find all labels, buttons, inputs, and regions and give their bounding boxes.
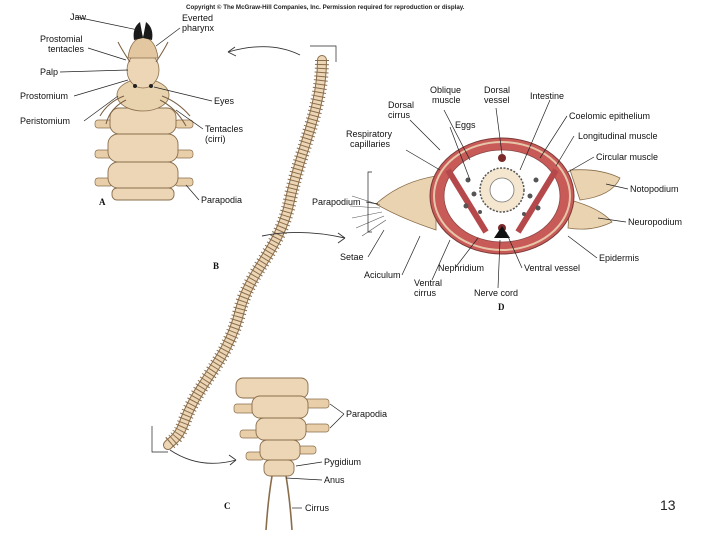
label-parapodium: Parapodium	[312, 197, 361, 207]
label-cirrus: Cirrus	[305, 503, 329, 513]
panel-b-worm: B	[151, 45, 346, 466]
panel-letter-b: B	[213, 261, 219, 271]
panel-a-head: Jaw Everted pharynx Prostomial tentacles…	[20, 12, 244, 207]
label-neuropodium: Neuropodium	[628, 217, 682, 227]
label-respiratory-capillaries: capillaries	[350, 139, 391, 149]
label-everted-pharynx: pharynx	[182, 23, 215, 33]
copyright-notice: Copyright © The McGraw-Hill Companies, I…	[186, 4, 465, 11]
label-epidermis: Epidermis	[599, 253, 640, 263]
label-anus: Anus	[324, 475, 345, 485]
label-coelomic-epithelium: Coelomic epithelium	[569, 111, 650, 121]
label-prostomial-tentacles: Prostomial	[40, 34, 83, 44]
neuropodium	[567, 199, 613, 230]
label-palp: Palp	[40, 67, 58, 77]
circular-muscle	[433, 141, 571, 251]
label-tentacles-cirri: (cirri)	[205, 134, 226, 144]
eggs	[463, 177, 541, 216]
label-prostomial-tentacles: tentacles	[48, 44, 85, 54]
everted-pharynx	[127, 35, 159, 59]
arrow-to-tail	[169, 449, 237, 464]
label-peristomium: Peristomium	[20, 116, 70, 126]
label-prostomium: Prostomium	[20, 91, 68, 101]
nerve-cord	[494, 226, 510, 238]
label-everted-pharynx: Everted	[182, 13, 213, 23]
label-tentacles-cirri: Tentacles	[205, 124, 244, 134]
label-pygidium: Pygidium	[324, 457, 361, 467]
panel-d-cross-section: Oblique muscle Dorsal vessel Intestine D…	[312, 85, 682, 312]
notopodium	[569, 169, 621, 201]
label-notopodium: Notopodium	[630, 184, 679, 194]
cirri-c	[265, 475, 293, 531]
tentacles-a	[99, 41, 191, 127]
label-ventral-cirrus: Ventral	[414, 278, 442, 288]
label-nerve-cord: Nerve cord	[474, 288, 518, 298]
oblique-muscle	[445, 168, 489, 234]
jaw-right	[143, 22, 153, 40]
label-circular-muscle: Circular muscle	[596, 152, 658, 162]
panel-c-tail: Parapodia Pygidium Anus Cirrus C	[224, 377, 387, 531]
worm-body	[164, 56, 326, 449]
label-longitudinal-muscle: Longitudinal muscle	[578, 131, 658, 141]
page-number: 13	[660, 497, 676, 513]
label-parapodia-a: Parapodia	[201, 195, 242, 205]
eye-icon	[149, 84, 153, 88]
label-dorsal-cirrus: cirrus	[388, 110, 410, 120]
label-ventral-cirrus: cirrus	[414, 288, 436, 298]
jaw-left	[133, 22, 143, 40]
label-dorsal-vessel: Dorsal	[484, 85, 510, 95]
label-dorsal-vessel: vessel	[484, 95, 510, 105]
label-jaw: Jaw	[70, 12, 87, 22]
label-oblique-muscle: muscle	[432, 95, 461, 105]
label-intestine: Intestine	[530, 91, 564, 101]
label-eggs: Eggs	[455, 120, 476, 130]
label-eyes: Eyes	[214, 96, 235, 106]
label-setae: Setae	[340, 252, 364, 262]
dorsal-vessel	[498, 154, 506, 162]
arrow-to-section	[261, 232, 346, 239]
oblique-muscle	[515, 168, 559, 234]
segments-a	[107, 107, 179, 201]
panel-letter-a: A	[99, 197, 106, 207]
parapodium-left	[375, 175, 437, 231]
label-ventral-vessel: Ventral vessel	[524, 263, 580, 273]
arrow-to-head	[227, 46, 301, 56]
label-nephridium: Nephridium	[438, 263, 484, 273]
panel-letter-d: D	[498, 302, 505, 312]
eye-icon	[133, 84, 137, 88]
label-respiratory-capillaries: Respiratory	[346, 129, 393, 139]
label-aciculum: Aciculum	[364, 270, 401, 280]
panel-letter-c: C	[224, 501, 231, 511]
label-oblique-muscle: Oblique	[430, 85, 461, 95]
label-parapodia-c: Parapodia	[346, 409, 387, 419]
label-dorsal-cirrus: Dorsal	[388, 100, 414, 110]
